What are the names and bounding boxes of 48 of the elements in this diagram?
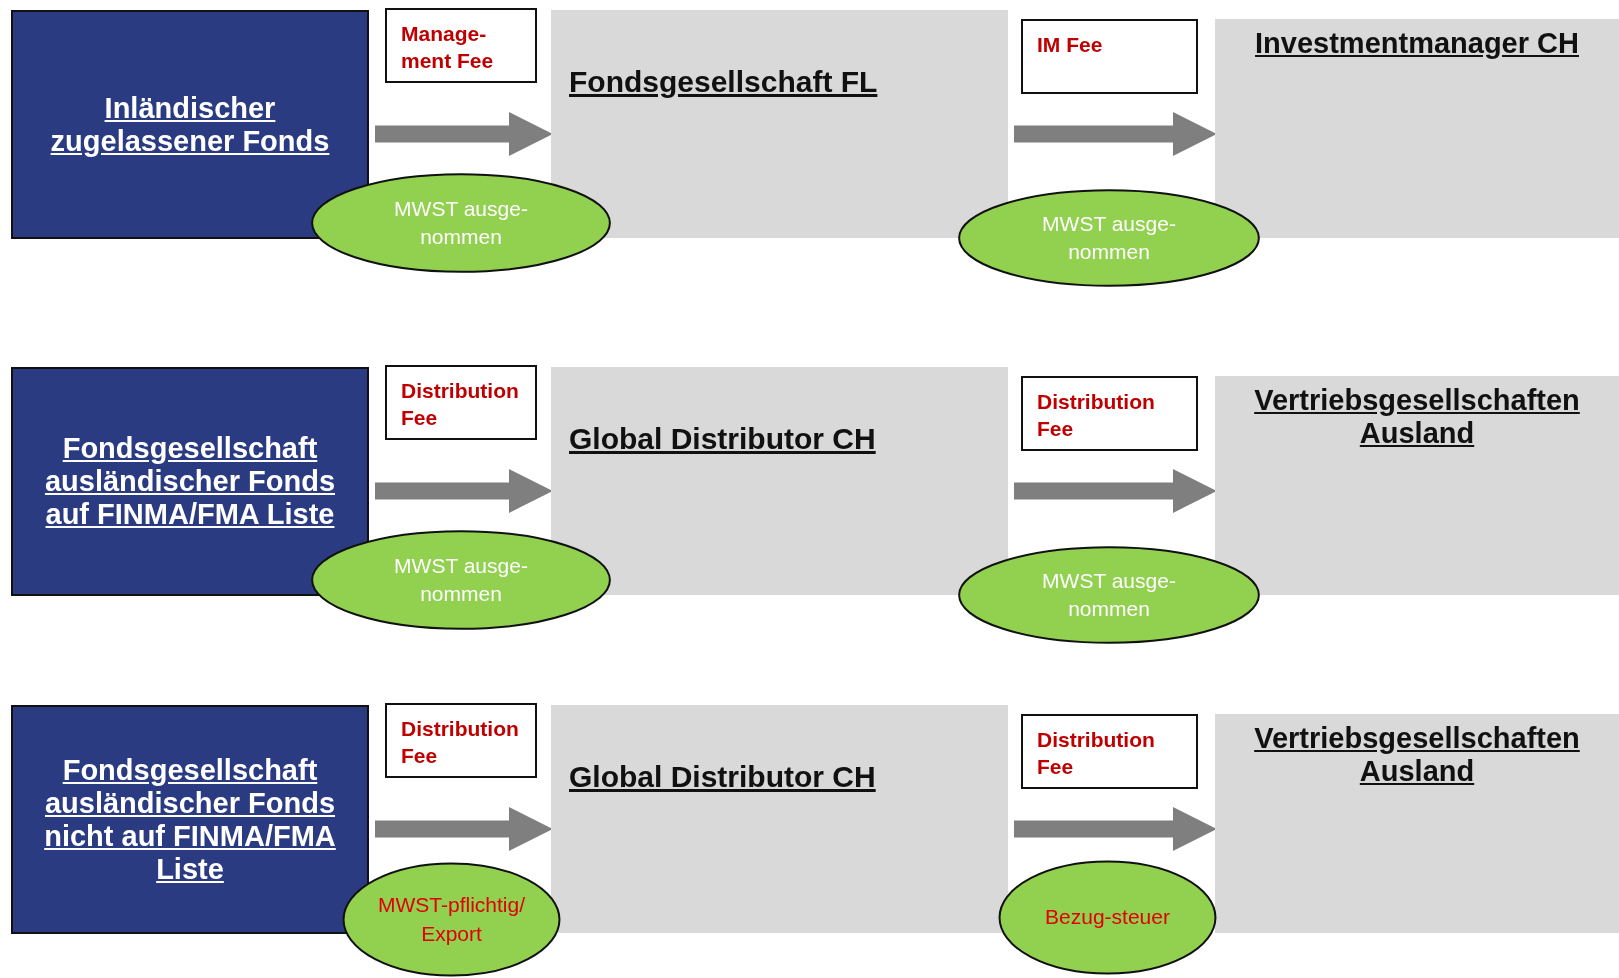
entity-name: Investmentmanager CH <box>1255 27 1579 60</box>
entity-name: Fondsgesellschaft ausländischer Fonds nicht auf FINMA/FMA Liste <box>43 753 337 886</box>
block-arrow <box>1014 468 1217 514</box>
vat-ellipse <box>998 860 1217 975</box>
company-box <box>1215 376 1619 595</box>
fee-label-box <box>1021 376 1198 451</box>
tax-note: Bezug-steuer <box>1045 904 1170 931</box>
fee-label-box <box>385 8 537 83</box>
vat-ellipse <box>342 862 561 977</box>
company-box <box>551 705 1008 933</box>
fee-label-box <box>1021 714 1198 789</box>
tax-note: MWST ausge-nommen <box>393 195 529 250</box>
tax-note: MWST ausge-nommen <box>1041 210 1177 265</box>
fund-box <box>11 367 369 596</box>
fee-label: Distribution Fee <box>401 716 520 770</box>
entity-name: Global Distributor CH <box>569 760 876 794</box>
company-box <box>551 10 1008 238</box>
company-box <box>551 367 1008 595</box>
vat-ellipse <box>957 189 1261 287</box>
fee-label: Distribution Fee <box>1037 727 1156 781</box>
vat-ellipse <box>310 530 612 630</box>
fee-label-box <box>1021 19 1198 94</box>
fee-label: IM Fee <box>1037 32 1103 58</box>
vat-ellipse <box>957 546 1261 644</box>
entity-name: Fondsgesellschaft FL <box>569 65 878 99</box>
company-box <box>1215 19 1619 238</box>
tax-note: MWST ausge-nommen <box>393 552 529 607</box>
entity-name: Vertriebsgesellschaften Ausland <box>1253 384 1581 450</box>
fee-label-box <box>385 365 537 440</box>
entity-name: Global Distributor CH <box>569 422 876 456</box>
fee-label: Distribution Fee <box>1037 389 1156 443</box>
block-arrow <box>1014 111 1217 157</box>
fund-box <box>11 10 369 239</box>
tax-note: MWST-pflichtig/ Export <box>377 892 526 947</box>
fee-label: Distribution Fee <box>401 378 520 432</box>
fund-box <box>11 705 369 934</box>
tax-note: MWST ausge-nommen <box>1041 567 1177 622</box>
block-arrow <box>375 111 553 157</box>
entity-name: Inländischer zugelassener Fonds <box>49 91 331 158</box>
fee-label-box <box>385 703 537 778</box>
fee-label: Manage-ment Fee <box>401 21 495 75</box>
entity-name: Fondsgesellschaft ausländischer Fonds auf FINMA/FMA Liste <box>43 432 337 531</box>
entity-name: Vertriebsgesellschaften Ausland <box>1253 722 1581 788</box>
block-arrow <box>375 468 553 514</box>
block-arrow <box>1014 806 1217 852</box>
vat-ellipse <box>310 173 612 273</box>
block-arrow <box>375 806 553 852</box>
company-box <box>1215 714 1619 933</box>
